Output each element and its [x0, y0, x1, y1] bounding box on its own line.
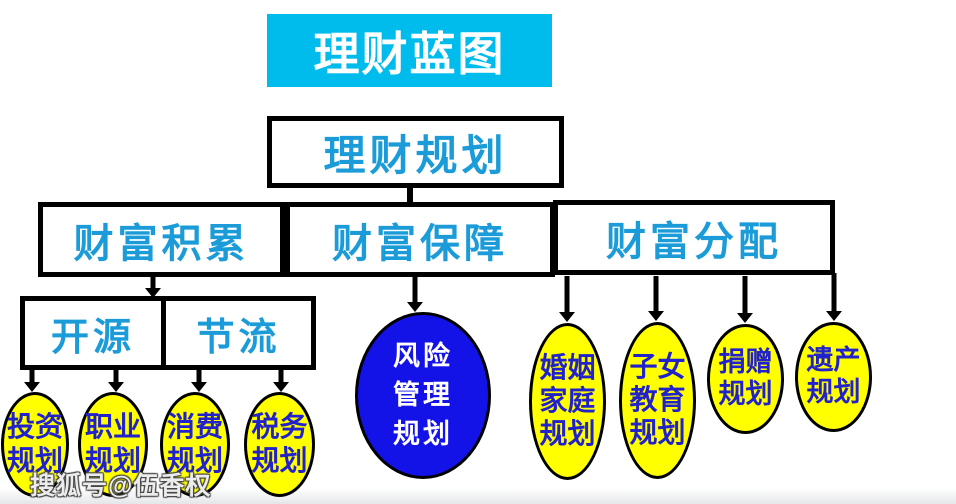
node-income-expense-group: 开源 节流 [20, 296, 316, 370]
node-label: 理财规划 [323, 133, 508, 180]
leaf-label-line: 管理 [393, 379, 453, 410]
leaf-label-line: 规划 [251, 445, 308, 477]
leaf-label-line: 规划 [84, 445, 141, 477]
leaf-label-line: 家庭 [539, 385, 596, 417]
leaf-risk-management-planning: 风险 管理 规划 [355, 312, 491, 479]
leaf-donation-planning: 捐赠 规划 [707, 324, 784, 434]
leaf-label-line: 规划 [166, 445, 223, 477]
node-label: 财富积累 [73, 220, 250, 266]
leaf-tax-planning: 税务 规划 [244, 392, 315, 497]
leaf-marriage-family-planning: 婚姻 家庭 规划 [529, 323, 606, 480]
leaf-label-line: 规划 [539, 419, 596, 451]
bottom-gradient-strip [0, 488, 956, 504]
leaf-investment-planning: 投资 规划 [1, 392, 69, 497]
node-label: 财富分配 [606, 218, 782, 264]
watermark: 搜狐号@伍香权 [30, 472, 212, 500]
node-wealth-accumulation: 财富积累 [38, 202, 285, 277]
leaf-label-line: 消费 [166, 412, 223, 444]
leaf-children-education-planning: 子女 教育 规划 [619, 322, 696, 479]
leaf-label-line: 规划 [718, 379, 773, 409]
leaf-estate-planning: 遗产 规划 [795, 322, 872, 432]
node-wealth-distribution: 财富分配 [553, 200, 835, 275]
leaf-label-line: 遗产 [806, 345, 861, 376]
node-label: 节流 [196, 316, 281, 359]
title-banner: 理财蓝图 [267, 14, 552, 87]
leaf-label-line: 规划 [629, 418, 686, 450]
node-reduce-expense: 节流 [161, 301, 311, 365]
leaf-label-line: 投资 [6, 412, 63, 444]
leaf-label-line: 子女 [629, 351, 686, 383]
leaf-label-line: 风险 [393, 340, 453, 371]
node-wealth-protection: 财富保障 [285, 202, 555, 277]
node-increase-income: 开源 [25, 301, 161, 365]
leaf-label-line: 捐赠 [718, 347, 773, 378]
leaf-label-line: 职业 [84, 412, 141, 444]
node-label: 财富保障 [332, 220, 508, 266]
leaf-career-planning: 职业 规划 [78, 392, 148, 497]
leaf-label-line: 规划 [393, 419, 453, 450]
leaf-label-line: 规划 [6, 445, 63, 477]
leaf-label-line: 规划 [806, 377, 861, 407]
node-financial-planning: 理财规划 [267, 116, 564, 188]
leaf-label-line: 婚姻 [539, 352, 596, 384]
diagram-title: 理财蓝图 [313, 27, 506, 80]
node-label: 开源 [50, 316, 135, 359]
leaf-label-line: 税务 [251, 412, 308, 444]
leaf-label-line: 教育 [629, 384, 686, 416]
leaf-consumption-planning: 消费 规划 [160, 392, 230, 497]
